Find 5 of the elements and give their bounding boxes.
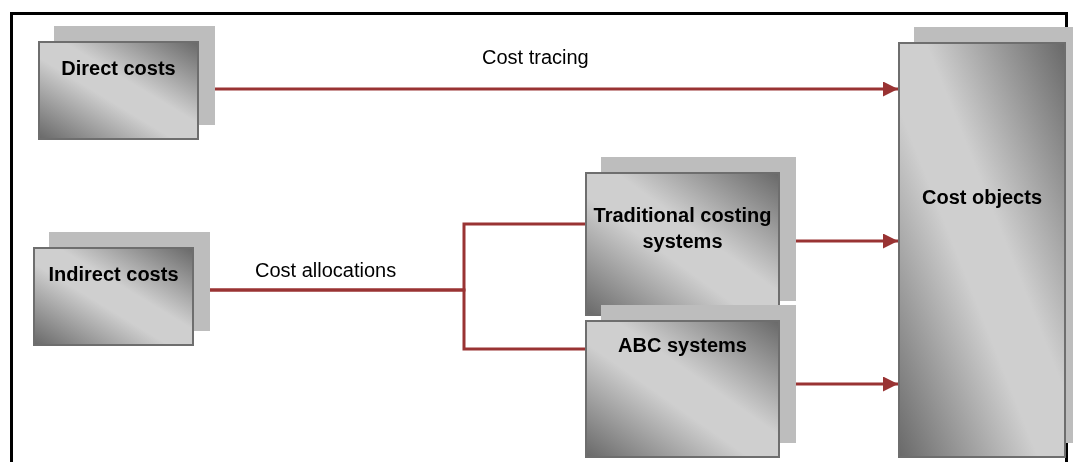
box-label: Cost objects <box>921 185 1043 210</box>
box-label: Indirect costs <box>47 262 180 287</box>
box-label: Direct costs <box>60 56 177 81</box>
box-label: ABC systems <box>617 333 748 358</box>
box-label: Traditional costing systems <box>592 203 773 254</box>
